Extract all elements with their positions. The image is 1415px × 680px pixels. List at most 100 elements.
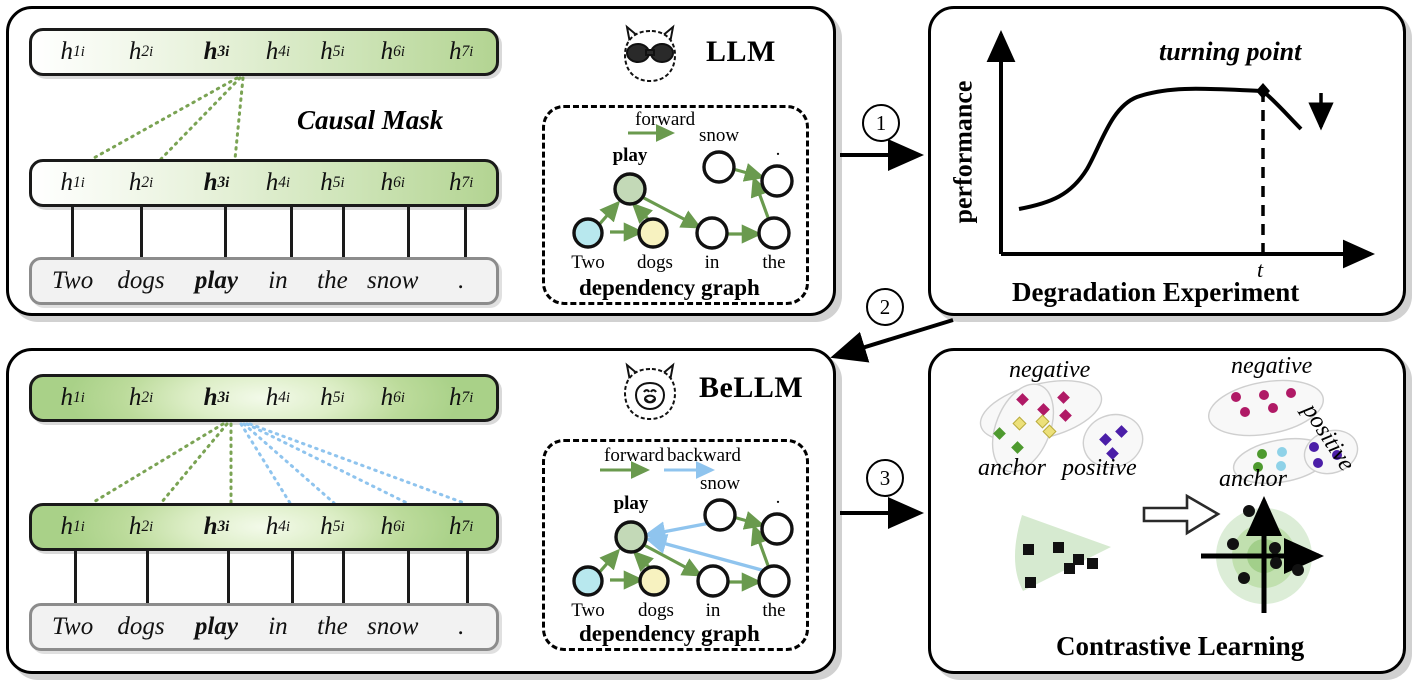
causal-mask-lines: [90, 76, 245, 161]
sentence-token-6: snow: [367, 267, 419, 294]
graph-node-label: snow: [699, 125, 739, 146]
token-connector: [290, 207, 293, 257]
graph-node-label: .: [776, 487, 781, 508]
sentence-token-1: Two: [51, 613, 94, 640]
transition-arrow: [1142, 493, 1221, 536]
graph-node-label: dogs: [638, 600, 674, 621]
label-negative-before: negative: [1009, 357, 1091, 383]
panel-degradation: turning point performance t Degradation …: [928, 6, 1406, 316]
sentence-token-5: the: [317, 613, 348, 640]
cluster-after: [1208, 379, 1359, 484]
graph-node-label: play: [613, 145, 648, 166]
sentence-token-7: .: [458, 613, 465, 640]
degradation-chart: [986, 30, 1375, 269]
sentence-token-6: snow: [367, 613, 419, 640]
graph-node-label: the: [762, 252, 785, 273]
dependency-graph-llm: forward Two dogs play in the snow: [571, 109, 794, 273]
token-connector: [407, 551, 410, 603]
scatter-after: [1201, 496, 1324, 613]
graph-node-label: in: [706, 600, 721, 621]
panel-contrastive: negative anchor positive negative anchor…: [928, 348, 1406, 674]
token-connector: [342, 551, 345, 603]
dependency-graph-title-bellm: dependency graph: [579, 621, 760, 646]
turning-point-label: turning point: [1159, 37, 1302, 66]
cluster-before: [979, 380, 1144, 473]
dependency-graph-bellm: forward backward Two dogs play: [571, 445, 794, 621]
degradation-caption: Degradation Experiment: [1012, 277, 1300, 307]
sentence-token-4: in: [268, 267, 288, 294]
model-name-bellm: BeLLM: [699, 371, 804, 404]
bidirectional-mask-lines: [90, 422, 466, 505]
graph-node-label: dogs: [637, 252, 673, 273]
graph-node-label: snow: [700, 473, 740, 494]
token-connector: [342, 207, 345, 257]
sentence-token-4: in: [268, 613, 288, 640]
x-tick-label: t: [1257, 257, 1264, 282]
graph-node-label: in: [705, 252, 720, 273]
svg-text:backward: backward: [667, 445, 741, 466]
label-negative-after: negative: [1231, 353, 1313, 379]
token-connector: [146, 551, 149, 603]
graph-node-label: play: [614, 493, 649, 514]
svg-text:forward: forward: [635, 109, 696, 130]
dependency-graph-title-llm: dependency graph: [579, 275, 760, 300]
graph-node-label: the: [762, 600, 785, 621]
sentence-token-2: dogs: [117, 267, 165, 294]
token-connector: [71, 207, 74, 257]
contrastive-caption: Contrastive Learning: [1056, 631, 1305, 661]
sentence-token-1: Two: [51, 267, 94, 294]
token-connector: [291, 551, 294, 603]
causal-mask-label: Causal Mask: [297, 105, 444, 135]
sentence-token-2: dogs: [117, 613, 165, 640]
token-connector: [224, 207, 227, 257]
sentence-token-3: play: [194, 613, 238, 640]
sentence-token-7: .: [458, 267, 465, 294]
token-connector: [466, 551, 469, 603]
token-connector: [140, 207, 143, 257]
llama-icon: [623, 362, 677, 421]
graph-node-label: Two: [571, 252, 605, 273]
model-name-llm: LLM: [706, 35, 776, 68]
scatter-before: [1014, 515, 1111, 591]
label-positive-before: positive: [1062, 455, 1137, 481]
connector-number-1: 1: [862, 104, 900, 142]
graph-node-label: .: [776, 139, 781, 160]
label-anchor-after: anchor: [1219, 466, 1287, 492]
connector-number-2: 2: [866, 288, 904, 326]
token-connector: [74, 551, 77, 603]
svg-text:forward: forward: [604, 445, 665, 466]
contrastive-diagram: [979, 379, 1359, 613]
